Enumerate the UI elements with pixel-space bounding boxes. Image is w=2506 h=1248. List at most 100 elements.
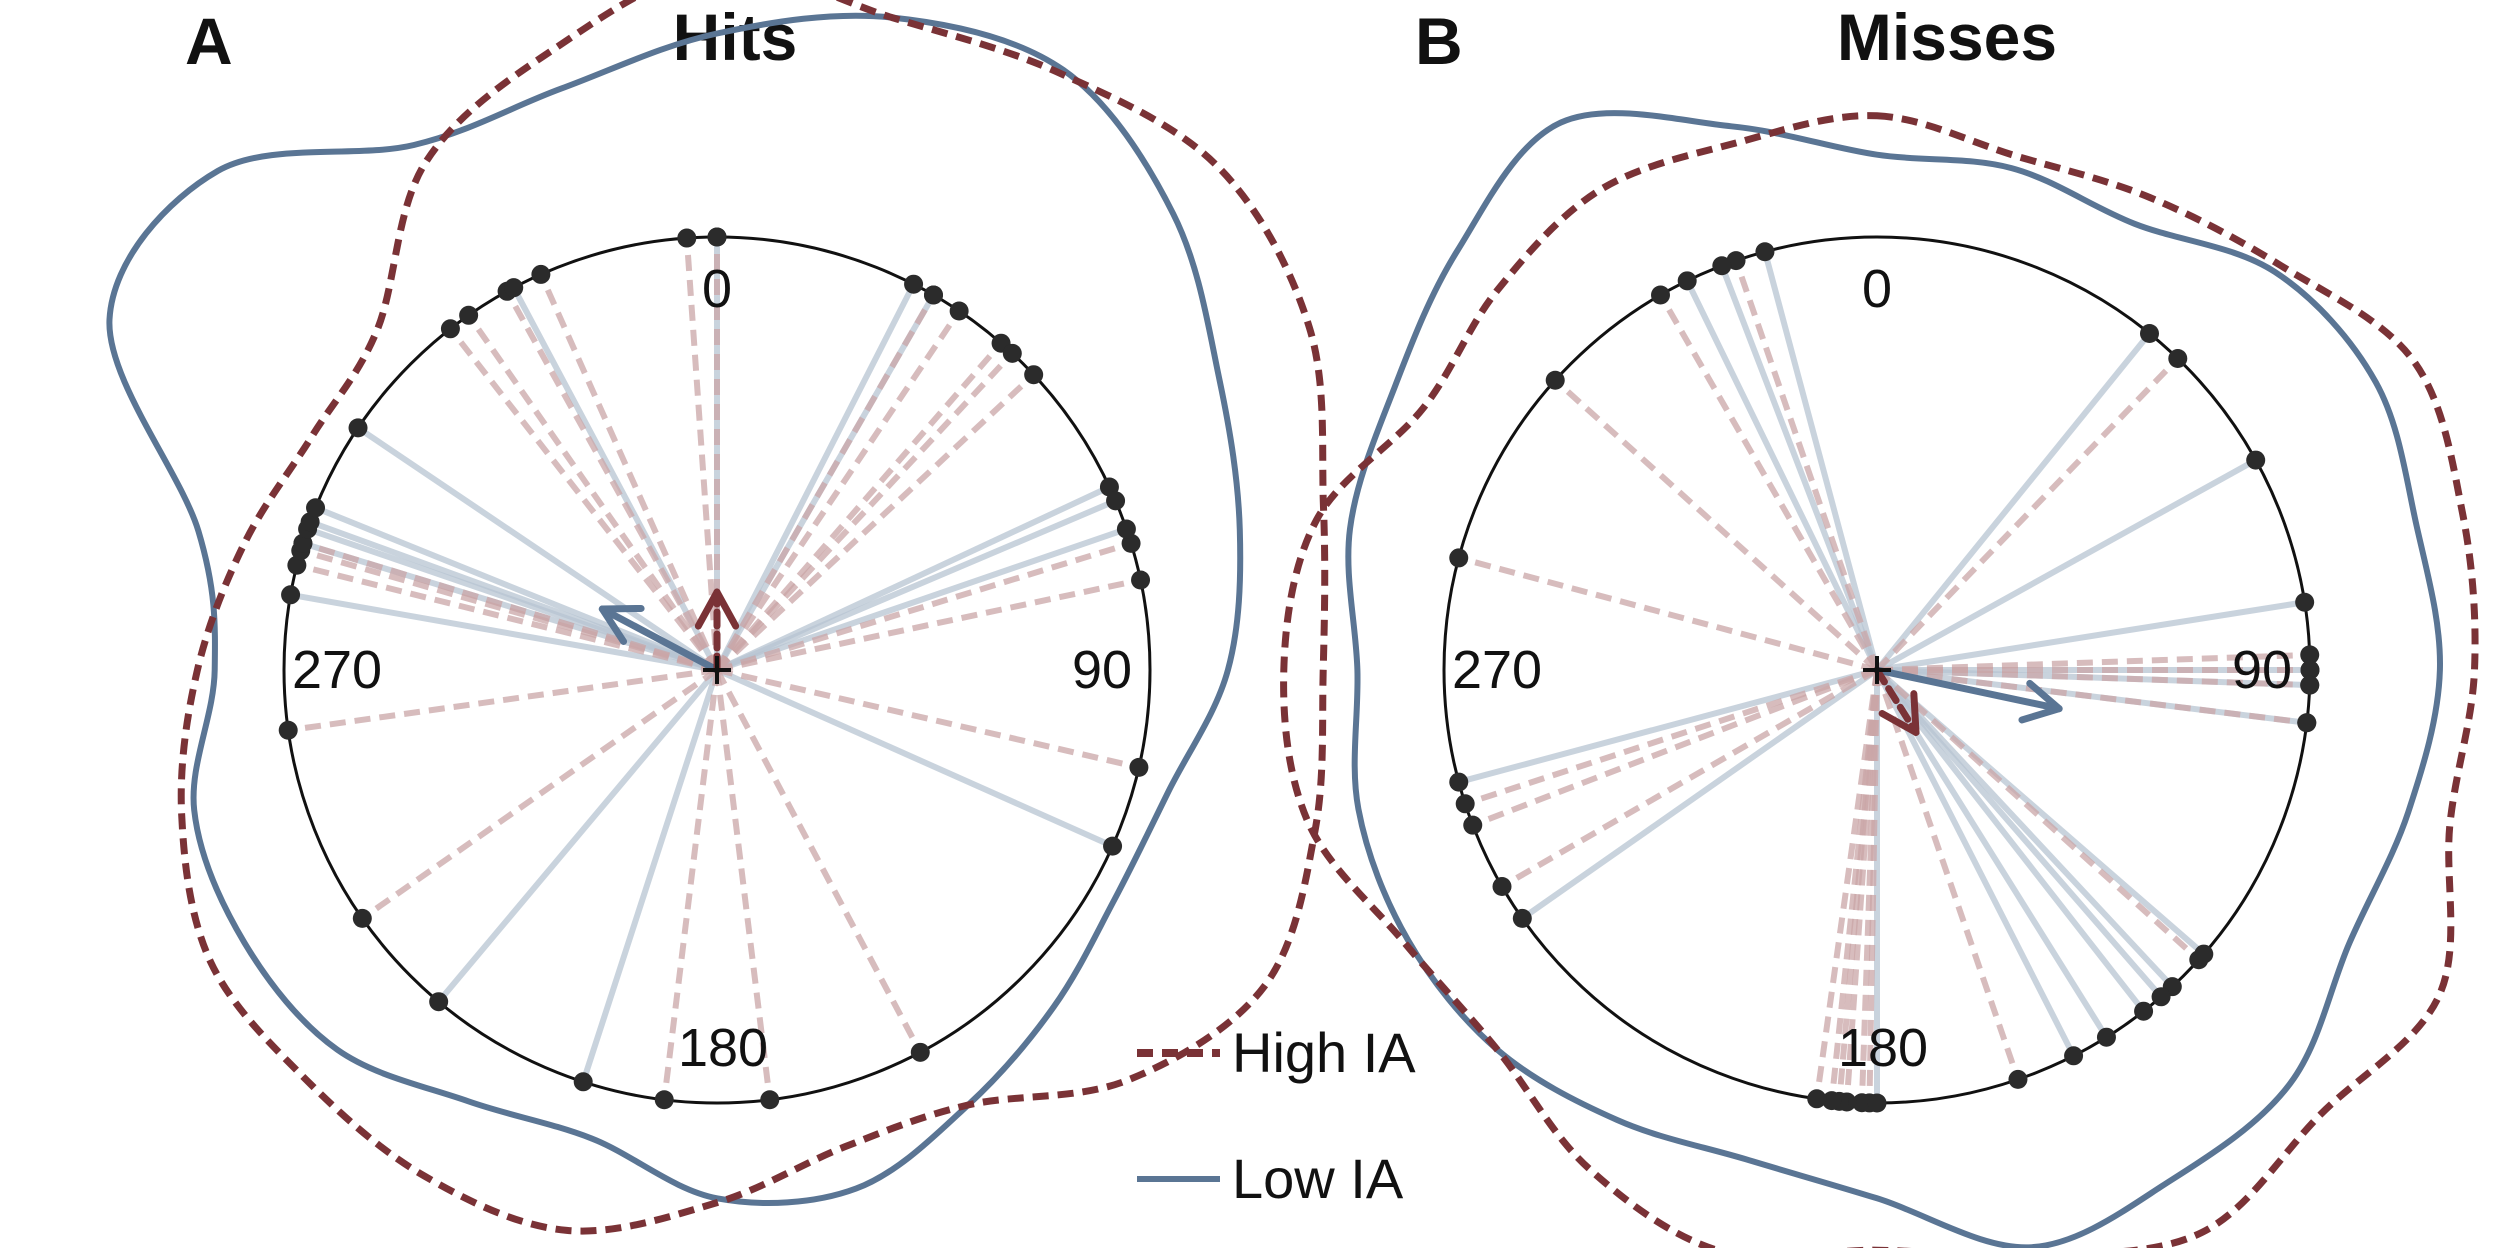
low-ia-trial-spoke — [1457, 667, 1878, 785]
low-ia-mean-vector-head — [598, 604, 645, 645]
high-ia-trial-spoke — [1733, 259, 1880, 671]
trial-dot — [1121, 533, 1141, 553]
trial-dot — [1822, 1091, 1842, 1111]
trial-dot — [287, 555, 307, 575]
density-curves — [106, 0, 1329, 1235]
trial-dot — [1449, 772, 1469, 792]
origin-cross — [1863, 656, 1891, 684]
trial-dot — [2297, 713, 2317, 733]
trial-dot — [504, 278, 524, 298]
legend-low-ia-label: Low IA — [1232, 1147, 1404, 1210]
high-ia-trial-spoke — [716, 667, 1140, 771]
high-ia-trial-spoke — [466, 313, 720, 672]
high-ia-trial-spoke — [1876, 667, 2308, 726]
trial-dot — [2151, 987, 2171, 1007]
low-ia-trial-spoke — [436, 668, 720, 1004]
trial-dot — [949, 301, 969, 321]
high-ia-trial-spoke — [714, 351, 1015, 673]
high-ia-trial-spoke — [299, 547, 718, 673]
low-ia-trial-spoke — [1874, 331, 2152, 672]
high-ia-trial-spoke — [716, 540, 1132, 673]
legend-high-ia-label: High IA — [1232, 1021, 1416, 1084]
trial-dot — [2096, 1027, 2116, 1047]
trial-dot — [429, 992, 449, 1012]
low-ia-trial-spoke — [511, 286, 720, 672]
high-ia-trial-spoke — [504, 289, 720, 672]
high-ia-trial-spoke — [1876, 667, 2310, 689]
low-ia-mean-vector — [1873, 666, 2063, 724]
low-ia-trial-spoke — [580, 669, 720, 1083]
trial-dot — [2064, 1046, 2084, 1066]
direction-label-0: 0 — [702, 259, 732, 319]
high-ia-trial-spoke — [360, 667, 719, 921]
direction-label-180: 180 — [1838, 1018, 1928, 1078]
trial-dot — [2300, 675, 2320, 695]
low-ia-trial-spoke — [1684, 279, 1880, 672]
trial-dot — [1651, 285, 1670, 305]
high-ia-trial-spoke — [1874, 669, 2021, 1081]
density-curves — [1280, 110, 2479, 1248]
high-ia-trial-spoke — [1457, 555, 1878, 673]
direction-label-270: 270 — [292, 640, 382, 700]
trial-dot — [459, 305, 479, 325]
low-ia-trial-spoke — [314, 505, 719, 673]
trial-dot — [1492, 877, 1512, 896]
low-ia-trial-spoke — [290, 591, 718, 673]
low-ia-trial-spoke — [1874, 668, 2164, 999]
trial-dot — [1131, 570, 1151, 590]
high-ia-trial-spoke — [1874, 356, 2180, 673]
low-ia-mean-vector-shaft — [1873, 666, 2063, 713]
trial-dot — [1024, 365, 1044, 385]
low-ia-trial-spoke — [716, 526, 1128, 673]
trial-dot — [2134, 1001, 2154, 1021]
panel-misses: B Misses 0 90 180 270 — [1280, 0, 2479, 1248]
low-ia-trial-spoke — [1875, 667, 2206, 957]
low-ia-mean-vector-shaft — [598, 605, 721, 674]
low-ia-trial-spoke — [1874, 668, 2146, 1014]
low-ia-mean-vector — [598, 604, 721, 674]
high-ia-trial-spoke — [661, 669, 720, 1101]
low-ia-trial-spoke — [1876, 599, 2306, 673]
low-ia-density-curve — [1345, 110, 2443, 1248]
trial-dot — [1463, 815, 1483, 835]
high-ia-trial-spoke — [683, 237, 720, 671]
trial-dot — [1106, 491, 1126, 511]
high-ia-mean-vector-head — [1878, 690, 1920, 736]
trial-dot — [2246, 450, 2266, 470]
panel-title-misses: Misses — [1837, 0, 2057, 74]
high-ia-trial-spoke — [1471, 667, 1879, 828]
high-ia-trial-spoke — [1876, 651, 2310, 673]
high-ia-trial-spoke — [1828, 669, 1880, 1101]
high-ia-mean-vector-shaft — [1873, 666, 1920, 736]
trial-dot — [1852, 1093, 1872, 1113]
trial-dot — [2139, 323, 2159, 343]
direction-label-90: 90 — [2232, 640, 2292, 700]
trial-dot — [910, 1042, 930, 1062]
high-ia-trial-spoke — [714, 309, 962, 672]
high-ia-trial-spoke — [714, 293, 937, 672]
high-ia-trial-spoke — [1874, 667, 2201, 962]
low-ia-trial-spoke — [356, 425, 719, 673]
trial-dot — [1677, 271, 1697, 291]
high-ia-trial-spoke — [538, 273, 720, 672]
trial-dot — [306, 498, 326, 518]
trial-dot — [1755, 242, 1775, 262]
trial-dot — [1116, 519, 1136, 539]
high-ia-trial-spoke — [1500, 667, 1879, 890]
low-ia-trial-spoke — [715, 498, 1117, 673]
trial-dot — [2194, 944, 2214, 964]
trial-dot — [924, 285, 943, 305]
trial-dot — [352, 908, 372, 928]
trial-dot — [654, 1090, 674, 1110]
trial-dot — [2300, 660, 2320, 680]
high-ia-trial-spoke — [448, 326, 720, 672]
high-ia-trial-spoke — [296, 562, 718, 673]
direction-label-270: 270 — [1452, 640, 1542, 700]
panel-letter-a: A — [185, 4, 233, 78]
high-ia-trial-spoke — [1813, 669, 1880, 1100]
trial-dot — [1712, 256, 1732, 276]
trial-dot — [1455, 794, 1475, 814]
high-ia-trial-spoke — [1843, 669, 1880, 1103]
high-ia-trial-spoke — [1657, 293, 1880, 672]
